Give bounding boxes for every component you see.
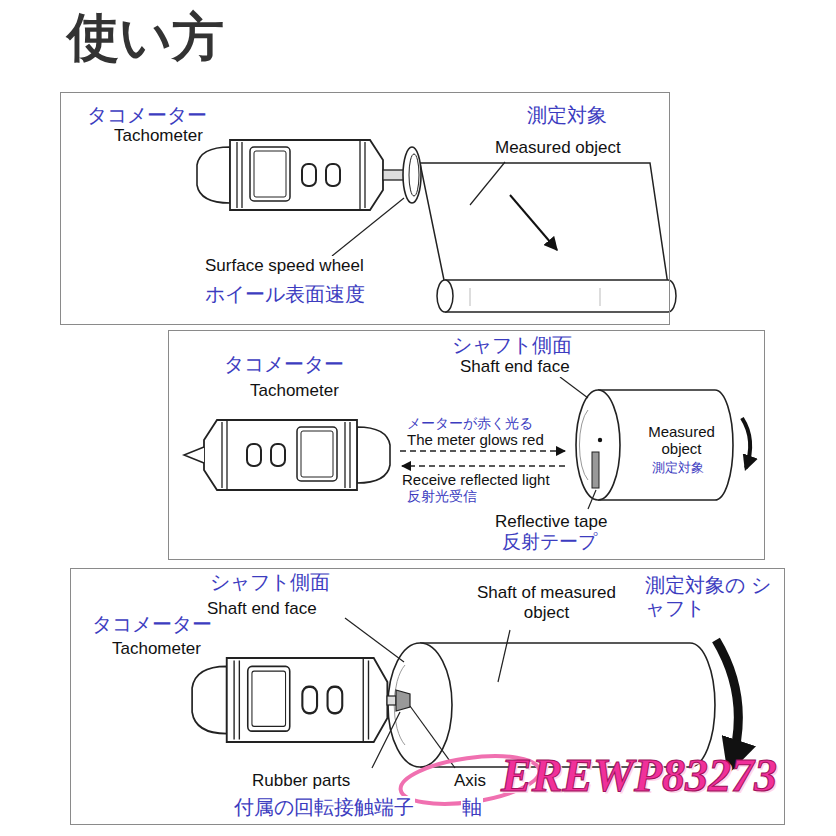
japanese-label: タコメーター [223, 353, 345, 376]
english-label: Tachometer [113, 126, 204, 146]
drawing-path [420, 163, 668, 285]
drawing-path [345, 618, 404, 662]
drawing-use [204, 420, 390, 490]
japanese-label: 測定対象 [526, 104, 608, 127]
drawing-path [716, 640, 738, 768]
usage-panel: タコメーターTachometer 測定対象 Measured objectSurfa… [60, 92, 670, 325]
japanese-label: 軸 [461, 796, 483, 819]
drawing-ellipse [388, 643, 452, 767]
usage-panel: タコメーター Tachometer シャフト側面Shaft end face メーター… [168, 330, 765, 560]
japanese-label: タコメーター [91, 613, 213, 636]
japanese-label: シャフト側面 [209, 571, 331, 594]
drawing-ellipse [437, 280, 453, 312]
english-label: Rubber parts [251, 771, 351, 791]
english-label: Shaft end face [206, 599, 318, 619]
drawing-path [510, 195, 557, 250]
japanese-label: シャフト側面 [451, 334, 573, 357]
panel-1-art [197, 140, 676, 312]
drawing-ellipse [409, 154, 419, 196]
japanese-label: メーターが赤く光る [406, 415, 534, 431]
japanese-label: 測定対象の シャフト [644, 574, 776, 620]
drawing-path [445, 280, 676, 312]
drawing-path [470, 288, 600, 306]
japanese-label: 付属の回転接触端子 [233, 796, 415, 819]
drawing-rect [592, 452, 599, 488]
drawing-path [742, 418, 750, 468]
drawing-path [396, 690, 410, 711]
japanese-label: タコメーター [86, 104, 208, 127]
drawing-use [197, 140, 383, 210]
drawing-path [184, 447, 204, 463]
drawing-path [420, 643, 715, 767]
watermark: EREWP83273 [500, 750, 778, 803]
page-title: 使い方 [66, 8, 225, 68]
english-label: Reflective tape [494, 512, 608, 532]
drawing-path [560, 377, 588, 398]
english-label: Measured object [494, 138, 622, 158]
japanese-label: 反射光受信 [406, 488, 478, 504]
japanese-label: ホイール表面速度 [204, 283, 366, 306]
english-label: Surface speed wheel [204, 256, 365, 276]
english-label: Shaft end face [459, 357, 571, 377]
drawing-ellipse [403, 147, 421, 203]
english-label: Receive reflected light [401, 471, 551, 488]
english-label: Measured object [633, 423, 730, 458]
drawing-circle [598, 438, 602, 442]
drawing-path [402, 465, 565, 467]
panel-2-art [184, 377, 750, 509]
drawing-path [588, 490, 596, 509]
drawing-path [332, 198, 404, 256]
english-label: Tachometer [111, 639, 202, 659]
english-label: Axis [453, 771, 487, 791]
drawing-rect [387, 696, 396, 705]
english-label: Shaft of measured object [463, 583, 630, 622]
drawing-path [400, 450, 565, 452]
drawing-use [192, 658, 387, 742]
drawing-path [579, 410, 588, 480]
english-label: Tachometer [249, 381, 340, 401]
drawing-path [372, 712, 400, 768]
english-label: The meter glows red [406, 431, 545, 448]
drawing-path [498, 630, 510, 682]
drawing-path [470, 162, 505, 205]
drawing-path [410, 706, 455, 768]
drawing-ellipse [576, 390, 620, 500]
japanese-label: 反射テープ [501, 531, 598, 553]
japanese-label: 測定対象 [651, 461, 705, 476]
